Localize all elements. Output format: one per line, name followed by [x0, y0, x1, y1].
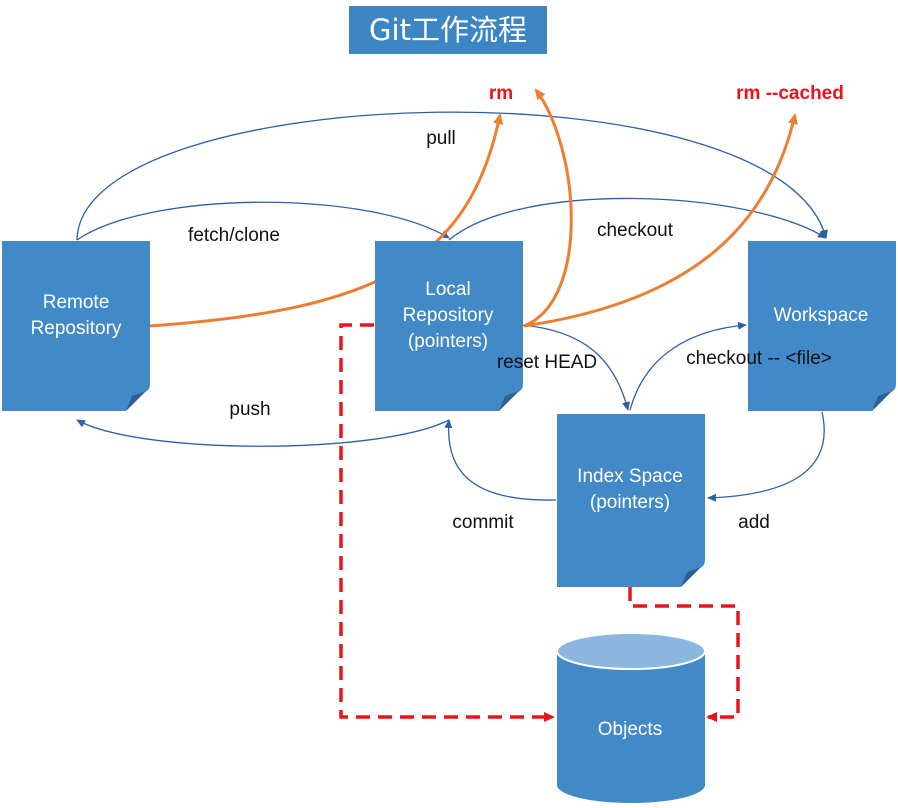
index-label-line2: (pointers)	[590, 492, 670, 513]
add-label: add	[738, 512, 770, 533]
rm-cached-label: rm --cached	[736, 83, 844, 104]
objects-cylinder-node: Objects	[556, 632, 706, 803]
fetch-clone-label: fetch/clone	[188, 225, 280, 246]
commit-arrow	[444, 419, 557, 501]
pull-arrow	[76, 111, 828, 241]
pull-label: pull	[426, 128, 456, 149]
rm-cached-arrow	[523, 113, 798, 328]
index-space-node: Index Space (pointers)	[557, 414, 705, 587]
reset-head-label: reset HEAD	[497, 352, 597, 373]
reset-head-arrow	[519, 324, 630, 411]
checkout-label: checkout	[597, 220, 674, 241]
local-to-objects-dashed	[339, 323, 555, 722]
checkout-file-label: checkout -- <file>	[686, 348, 832, 369]
remote-label-line2: Repository	[31, 318, 122, 339]
commit-label: commit	[452, 512, 514, 533]
push-arrow	[76, 419, 450, 447]
local-label-line2: Repository	[403, 305, 494, 326]
local-repository-node: Local Repository (pointers)	[375, 241, 523, 411]
remote-label-line1: Remote	[43, 292, 110, 313]
checkout-file-arrow	[629, 321, 747, 411]
push-label: push	[229, 399, 270, 420]
rm-label: rm	[489, 83, 513, 104]
workspace-node: Workspace	[748, 241, 896, 411]
fetch-clone-arrow	[76, 201, 450, 241]
index-label-line1: Index Space	[577, 466, 683, 487]
diagram-title: Git工作流程	[349, 6, 547, 54]
local-label-line3: (pointers)	[408, 331, 488, 352]
checkout-arrow	[448, 197, 827, 241]
rm-arrow-from-local	[523, 88, 573, 328]
remote-repository-node: Remote Repository	[2, 241, 150, 411]
objects-label: Objects	[598, 719, 662, 740]
workspace-label: Workspace	[774, 305, 869, 326]
add-arrow	[707, 411, 825, 502]
index-to-objects-dashed	[628, 587, 740, 722]
local-label-line1: Local	[425, 279, 470, 300]
